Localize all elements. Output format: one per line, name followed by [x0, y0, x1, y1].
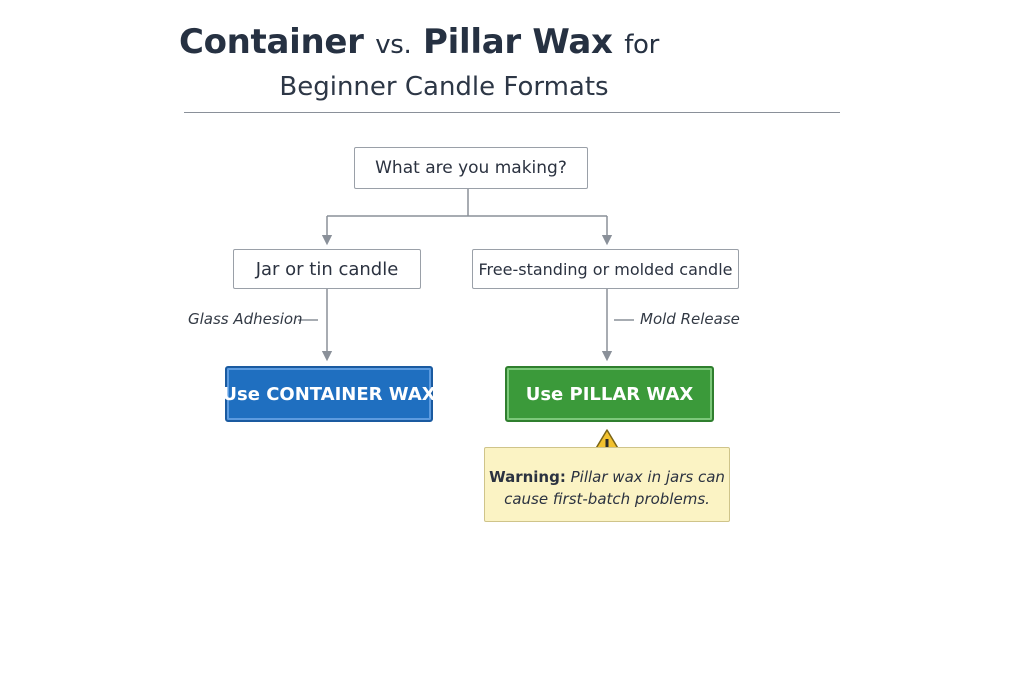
- title-vs: vs.: [375, 30, 412, 60]
- title-line-1: Container vs. Pillar Wax for: [0, 22, 838, 62]
- warning-label: Warning:: [489, 468, 566, 486]
- question-node: What are you making?: [354, 147, 588, 189]
- container-wax-result: Use CONTAINER WAX: [222, 366, 436, 422]
- title-container: Container: [178, 22, 364, 62]
- title-line-2: Beginner Candle Formats: [279, 72, 609, 102]
- jar-candle-node: Jar or tin candle: [233, 249, 421, 289]
- title-divider: [184, 112, 840, 113]
- warning-box: Warning: Pillar wax in jars can cause fi…: [484, 447, 730, 522]
- glass-adhesion-label: Glass Adhesion: [188, 310, 303, 328]
- title-pillar-wax: Pillar Wax: [423, 22, 613, 62]
- title-for: for: [624, 30, 660, 60]
- warning-text-1: Pillar wax in jars can: [570, 468, 725, 486]
- pillar-candle-node: Free-standing or molded candle: [472, 249, 739, 289]
- warning-line-1: Warning: Pillar wax in jars can: [485, 466, 729, 488]
- warning-text-2: cause first-batch problems.: [504, 490, 710, 508]
- mold-release-label: Mold Release: [640, 310, 740, 328]
- pillar-wax-result: Use PILLAR WAX: [505, 366, 714, 422]
